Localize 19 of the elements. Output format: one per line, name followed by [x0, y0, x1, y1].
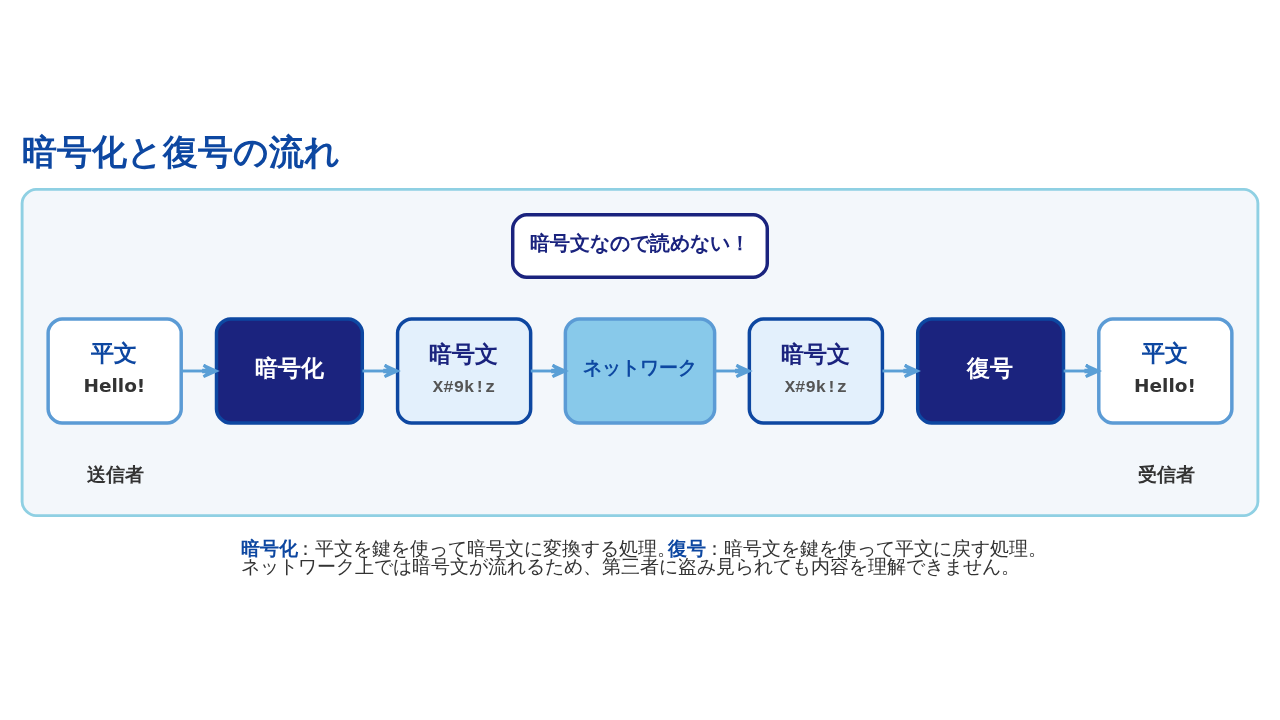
cluster: [20, 187, 1260, 518]
arrow: [181, 363, 218, 379]
node-box: 暗号文 X#9k!z: [395, 317, 533, 425]
node-box: 暗号文なので読めない！: [511, 213, 769, 279]
node-box: 暗号文 X#9k!z: [747, 317, 885, 425]
arrow: [1063, 363, 1101, 379]
node-label: 送信者: [86, 463, 144, 485]
arrow: [362, 363, 399, 379]
arrow: [530, 363, 567, 379]
arrow: [882, 363, 919, 379]
node-box: 平文 Hello!: [46, 317, 183, 425]
arrow: [714, 363, 751, 379]
node-box: 平文 Hello!: [1097, 317, 1234, 425]
node-box: 復号: [915, 317, 1066, 425]
node-box: 暗号化: [214, 317, 365, 425]
caption: 暗号化：平文を鍵を使って暗号文に変換する処理。復号：暗号文を鍵を使って平文に戻す処理。ネットワーク上では暗号文が流れるため、第三者に盗み見られても内容を理解できません。: [240, 537, 1047, 578]
node-box: ネットワーク: [563, 317, 717, 425]
diagram-title: 暗号化と復号の流れ: [22, 131, 341, 172]
node-label: 受信者: [1137, 463, 1195, 485]
